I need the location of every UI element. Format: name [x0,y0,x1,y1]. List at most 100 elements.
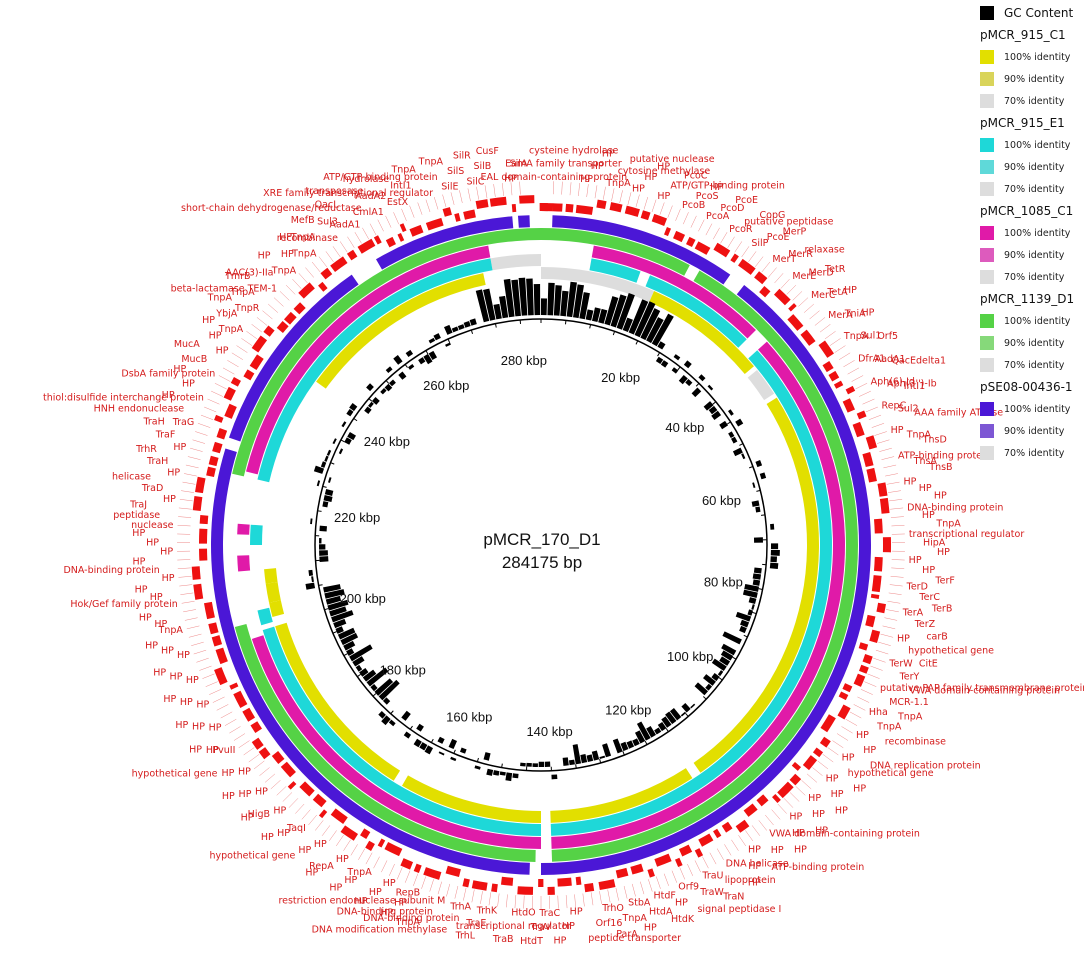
label-leader [615,887,619,901]
gc-bar [384,383,393,392]
gc-bar [770,556,778,563]
label-leader [801,780,812,790]
label-leader [209,689,222,695]
label-leader [227,360,239,368]
kbp-tick-label: 280 kbp [501,353,547,368]
gene-label: MerP [783,226,807,237]
identity-band [316,273,486,389]
scale-tick [372,693,377,697]
gene-feature [454,213,461,222]
gc-bar [405,349,414,358]
gene-label: TnpA [229,287,255,298]
label-leader [214,383,227,390]
label-leader [690,215,697,228]
gene-label: PvuII [212,745,235,756]
gc-bar [343,640,356,651]
gene-feature [357,238,376,254]
gene-label: TnpA [395,917,421,928]
scale-tick [599,758,602,764]
identity-band [262,626,541,836]
gene-feature [552,203,563,212]
gc-bar [685,378,693,387]
gc-bar [359,667,369,677]
gene-label: HP [842,752,855,763]
label-leader [332,246,341,258]
gene-feature [721,821,733,833]
legend-item: 100% identity [980,46,1084,68]
gene-label: AadA1 [330,219,361,230]
gc-bar [708,405,718,415]
gene-feature [242,707,256,722]
scale-tick [718,677,723,681]
scale-tick [425,350,429,355]
gene-label: HP [196,699,209,710]
kbp-tick-label: 40 kbp [665,420,704,435]
legend-swatch [980,358,994,372]
label-leader [565,895,568,909]
scale-tick [756,489,761,492]
gc-bar [319,550,328,556]
identity-band [589,258,641,283]
gene-label: HP [167,468,180,479]
gene-label: HP [815,826,828,837]
label-leader [771,809,781,820]
gc-bar [511,279,521,317]
label-leader [267,303,279,313]
gc-bar [413,738,422,748]
label-leader [694,860,701,873]
label-leader [282,792,293,802]
gene-feature [243,369,255,381]
gene-label: AAA family ATPase [914,408,1003,419]
gc-bar [691,387,702,398]
label-leader [207,398,220,405]
identity-band [645,275,747,348]
label-leader [751,825,761,836]
gene-feature [276,320,289,333]
gene-label: TraF [155,430,176,441]
gene-label: DNA helicase [726,858,789,869]
label-leader [838,352,851,360]
label-leader [350,844,358,856]
label-leader [780,278,790,289]
gc-bar [636,721,651,741]
label-leader [336,835,344,847]
scale-tick [644,740,648,745]
gene-feature [865,435,878,450]
label-leader [220,711,233,719]
gc-bar [474,765,481,770]
gc-bar [388,719,396,727]
kbp-tick-label: 120 kbp [605,702,651,717]
gene-label: TnpA [290,232,316,243]
gene-label: MefB [291,215,315,226]
label-leader [819,324,831,333]
label-leader [480,891,483,904]
gc-bar [703,674,716,686]
gene-feature [788,303,797,312]
gene-label: beta-lactamase TEM-1 [171,284,277,295]
gene-label: RepA [309,861,334,872]
gene-feature [812,747,824,758]
gene-label: HtdA [649,906,673,917]
label-leader [279,291,290,301]
gene-label: HP [863,745,876,756]
scale-tick [726,421,731,425]
label-leader [880,633,894,638]
gene-label: MCR-1.1 [889,697,929,708]
label-leader [803,303,815,313]
label-leader [321,825,331,836]
gene-label: HP [380,907,393,918]
gene-label: SilR [453,150,471,161]
legend-item-label: 100% identity [1004,139,1071,151]
gene-feature [373,235,382,245]
label-leader [476,186,479,200]
gc-bar [735,611,752,622]
label-leader [738,835,746,847]
label-leader [868,414,882,420]
label-leader [251,324,263,333]
gene-label: hypothetical gene [908,646,994,657]
gene-label: HP [748,844,761,855]
legend-item: 100% identity [980,310,1084,332]
gene-label: AadA2 [355,191,386,202]
label-leader [233,733,246,741]
